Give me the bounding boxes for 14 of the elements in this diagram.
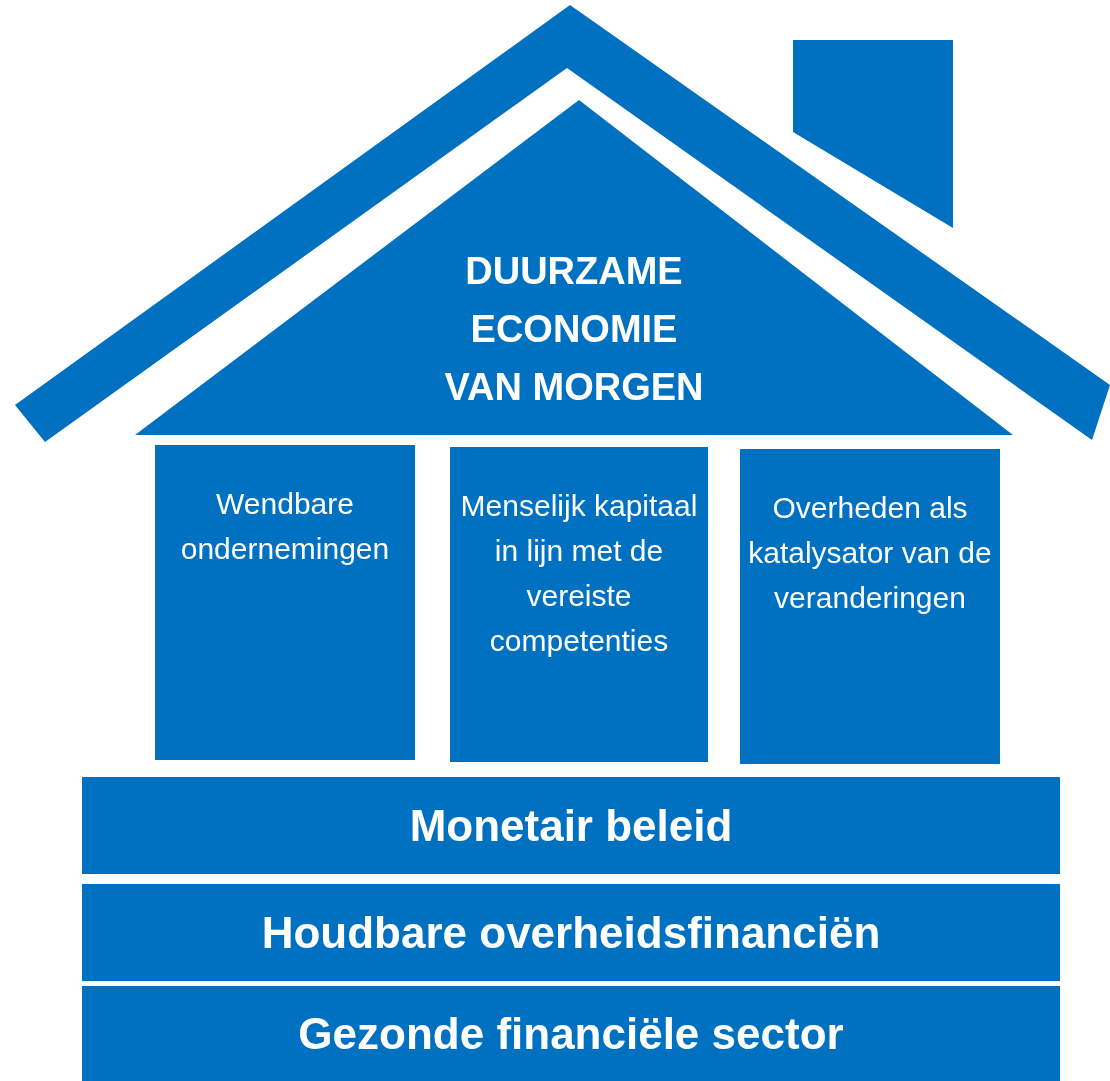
foundation-band	[82, 884, 1060, 981]
pillar-label: Wendbare ondernemingen	[179, 486, 391, 567]
pillar-label: Menselijk kapitaal in lijn met de vereiste competenties	[459, 488, 699, 659]
pillar-panel	[740, 449, 1000, 764]
roof-heading: DUURZAME ECONOMIE VAN MORGEN	[443, 249, 705, 410]
band-label: Monetair beleid	[409, 800, 733, 851]
pillar-label: Overheden als katalysator van de veranderingen	[747, 490, 993, 616]
band-label: Houdbare overheidsfinanciën	[261, 907, 881, 958]
roof-triangle	[135, 100, 1013, 435]
pillar-panel	[155, 445, 415, 760]
foundation-band	[82, 986, 1060, 1081]
band-label: Gezonde financiële sector	[298, 1008, 844, 1059]
pillar-panel	[450, 447, 708, 762]
foundation-band	[82, 777, 1060, 874]
